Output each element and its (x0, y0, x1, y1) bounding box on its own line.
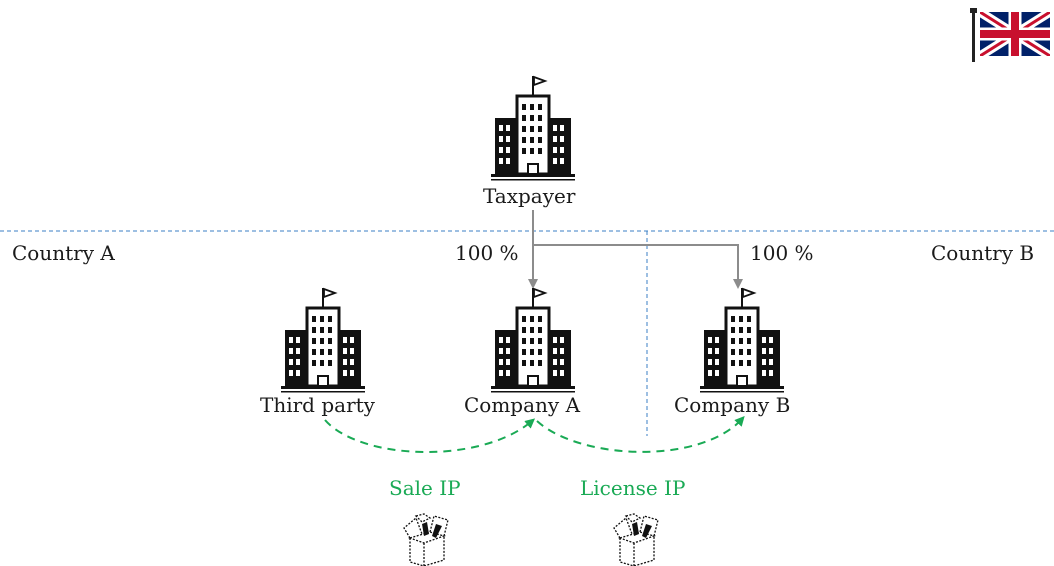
taxpayer-label: Taxpayer (483, 184, 576, 208)
taxpayer-building-icon (491, 75, 575, 181)
sale-ip-label: Sale IP (389, 476, 461, 500)
sale-ip-arrow (324, 418, 536, 453)
country-a-label: Country A (12, 241, 115, 265)
sale-ip-box-icon (403, 513, 449, 566)
company-b-label: Company B (674, 393, 791, 417)
ownership-company-b-label: 100 % (750, 241, 814, 265)
license-ip-box-icon (613, 513, 659, 566)
license-ip-arrow (536, 416, 745, 453)
company-b-building-icon (700, 287, 784, 393)
ownership-arrow-company-b (533, 244, 743, 289)
company-a-label: Company A (464, 393, 581, 417)
license-ip-label: License IP (580, 476, 686, 500)
company-a-building-icon (491, 287, 575, 393)
third-party-label: Third party (260, 393, 375, 417)
country-b-label: Country B (931, 241, 1035, 265)
third-party-building-icon (281, 287, 365, 393)
ownership-company-a-label: 100 % (455, 241, 519, 265)
uk-flag-icon[interactable] (970, 8, 1052, 64)
